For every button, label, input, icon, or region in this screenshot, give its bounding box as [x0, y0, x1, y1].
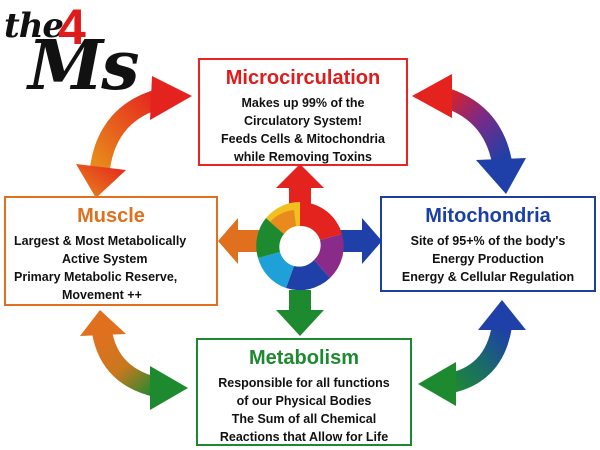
muscle-box: Muscle Largest & Most Metabolically Acti…	[4, 196, 218, 306]
mitochondria-title: Mitochondria	[425, 205, 551, 227]
microcirculation-line: Makes up 99% of the	[241, 96, 365, 110]
metabolism-description: Responsible for all functions of our Phy…	[198, 374, 410, 446]
metabolism-line: Responsible for all functions	[218, 376, 390, 390]
metabolism-box: Metabolism Responsible for all functions…	[196, 338, 412, 446]
arrow-muscle-microcirculation	[76, 76, 192, 198]
mitochondria-box: Mitochondria Site of 95+% of the body's …	[380, 196, 596, 292]
arrow-muscle-metabolism	[80, 310, 188, 410]
mitochondria-line: Energy Production	[432, 252, 544, 266]
swirl-hub-icon	[256, 201, 344, 291]
muscle-line: Largest & Most Metabolically	[14, 234, 187, 248]
microcirculation-line: while Removing Toxins	[234, 150, 372, 164]
arrow-metabolism-mitochondria	[418, 300, 526, 406]
logo-four-text: 4	[58, 0, 86, 55]
metabolism-line: of our Physical Bodies	[236, 394, 372, 408]
logo-the-text: the	[4, 6, 64, 46]
mitochondria-line: Site of 95+% of the body's	[410, 234, 566, 248]
hub-arrow-down	[276, 290, 324, 336]
muscle-line: Primary Metabolic Reserve,	[14, 270, 178, 284]
the-4ms-logo: the Ms 4	[0, 0, 220, 110]
microcirculation-title: Microcirculation	[225, 67, 381, 89]
mitochondria-description: Site of 95+% of the body's Energy Produc…	[382, 232, 594, 286]
microcirculation-description: Makes up 99% of the Circulatory System! …	[200, 94, 406, 166]
hub-arrow-right	[340, 218, 382, 264]
muscle-title: Muscle	[77, 205, 145, 227]
muscle-line: Movement ++	[62, 288, 142, 302]
logo-ms-text: Ms	[28, 26, 140, 106]
muscle-line: Active System	[62, 252, 148, 266]
metabolism-line: The Sum of all Chemical	[231, 412, 377, 426]
muscle-description: Largest & Most Metabolically Active Syst…	[6, 232, 216, 304]
microcirculation-box: Microcirculation Makes up 99% of the Cir…	[198, 58, 408, 166]
metabolism-title: Metabolism	[248, 347, 360, 369]
microcirculation-line: Feeds Cells & Mitochondria	[221, 132, 385, 146]
hub-arrow-left	[218, 218, 262, 264]
microcirculation-line: Circulatory System!	[243, 114, 363, 128]
arrow-microcirculation-mitochondria	[412, 74, 526, 194]
mitochondria-line: Energy & Cellular Regulation	[401, 270, 575, 284]
metabolism-line: Reactions that Allow for Life	[219, 430, 389, 444]
